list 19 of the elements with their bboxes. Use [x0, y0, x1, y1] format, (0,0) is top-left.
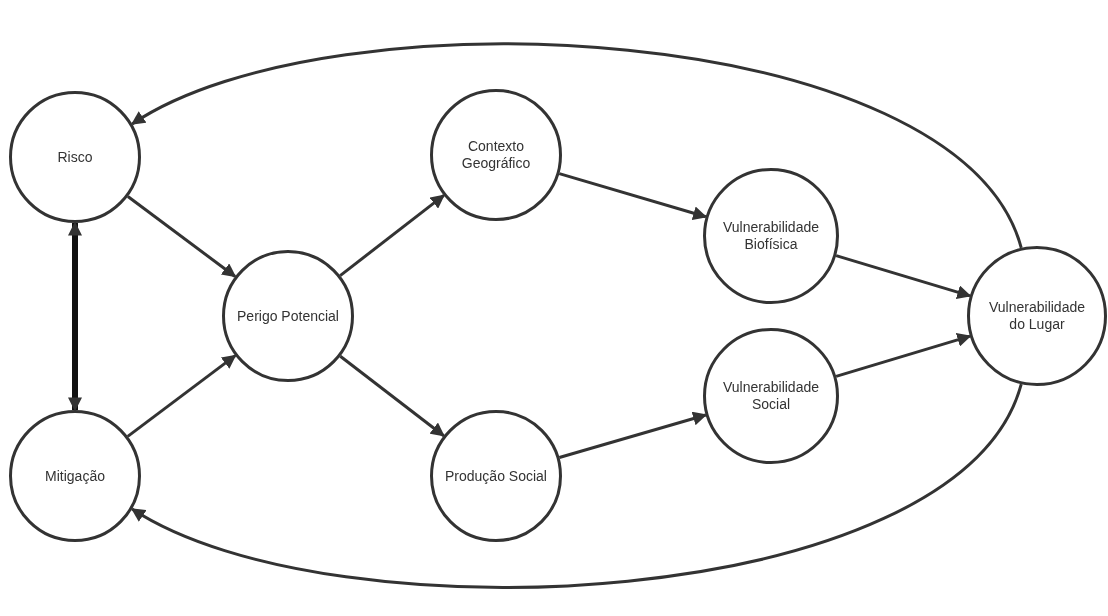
node-label: Perigo Potencial: [237, 307, 339, 325]
arrow: [339, 194, 445, 277]
arrow: [835, 254, 972, 299]
arrow: [558, 172, 708, 220]
node-label: Produção Social: [445, 467, 547, 485]
arrow: [68, 221, 82, 412]
arrow: [835, 333, 972, 378]
arrow: [130, 42, 1023, 249]
arrow: [130, 383, 1023, 589]
node-label: Vulnerabilidade Social: [722, 379, 820, 413]
arrow: [339, 355, 445, 437]
node-label: Contexto Geográfico: [460, 138, 532, 172]
arrow: [558, 411, 708, 459]
node-label: Vulnerabilidade Biofísica: [722, 219, 820, 253]
arrow: [126, 354, 237, 438]
node-label: Mitigação: [45, 467, 105, 485]
node-label: Risco: [57, 148, 93, 166]
arrow: [127, 195, 237, 278]
node-label: Vulnerabilidade do Lugar: [988, 299, 1086, 333]
